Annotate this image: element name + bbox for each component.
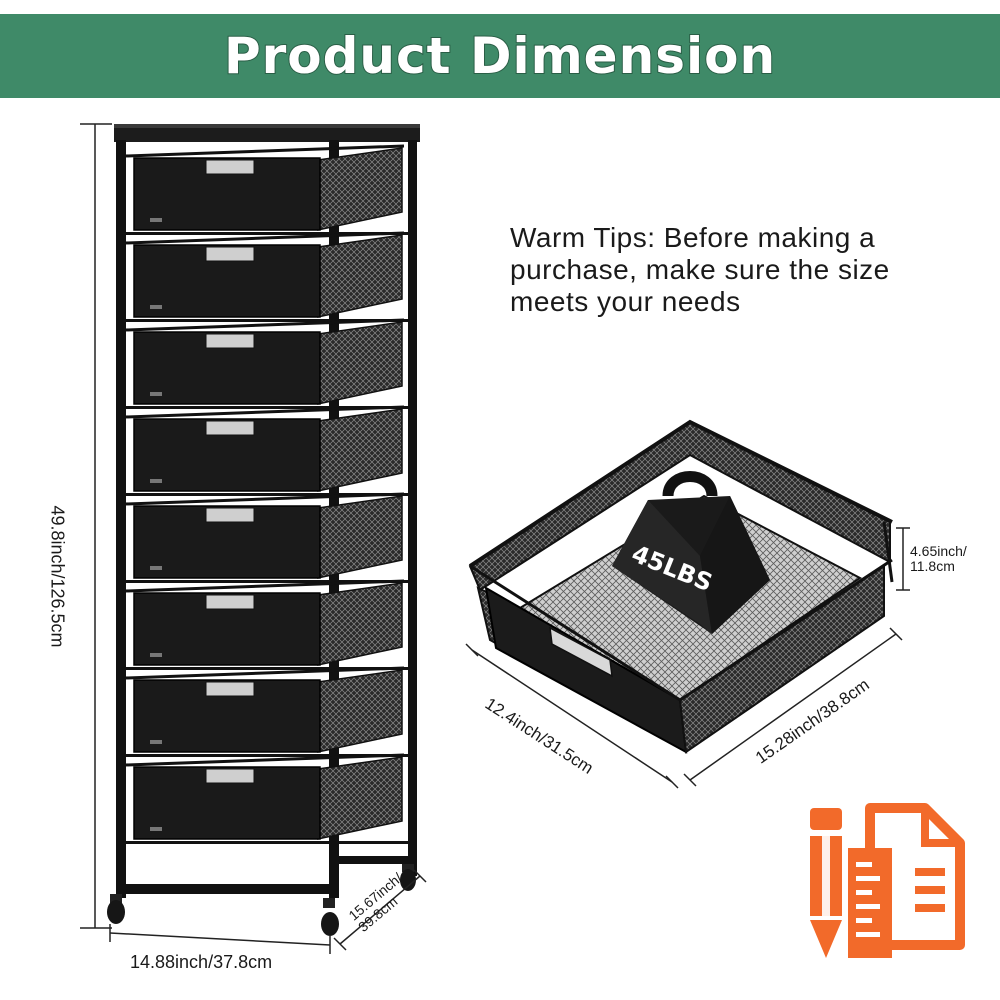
- cabinet-drawer[interactable]: [125, 318, 405, 405]
- drawer-height-dimension: [896, 527, 910, 591]
- ruler-document-icon: [848, 803, 965, 958]
- drawer-width-dimension: [465, 643, 679, 789]
- cabinet-drawer[interactable]: [125, 666, 405, 753]
- cabinet-drawer[interactable]: [125, 579, 405, 666]
- cabinet-top: [114, 124, 420, 142]
- caster-wheels: [107, 864, 416, 936]
- cabinet-drawer[interactable]: [125, 753, 405, 840]
- cabinet-width-dimension: [109, 924, 331, 954]
- cabinet-drawer[interactable]: [125, 492, 405, 579]
- drawer-detail: 45LBS: [465, 419, 910, 789]
- header-banner: Product Dimension: [0, 14, 1000, 98]
- cabinet-height-dimension: [80, 123, 112, 929]
- weight-icon: 45LBS: [612, 471, 770, 634]
- cabinet-drawer[interactable]: [125, 231, 405, 318]
- cabinet-drawer[interactable]: [125, 405, 405, 492]
- cabinet-height-label: 49.8inch/126.5cm: [47, 505, 68, 648]
- cabinet-width-label: 14.88inch/37.8cm: [130, 952, 273, 972]
- cabinet-post-left: [116, 140, 126, 898]
- drawer-stack: [116, 144, 416, 844]
- drawer-height-label: 4.65inch/ 11.8cm: [910, 543, 967, 574]
- cabinet-depth-dimension: [333, 869, 427, 951]
- pencil-icon: [810, 808, 842, 958]
- cabinet-drawer[interactable]: [125, 144, 405, 231]
- storage-cabinet: [80, 123, 427, 954]
- cabinet-post-back-right: [408, 140, 417, 876]
- drawer-handle-slot: [549, 626, 613, 678]
- page-title: Product Dimension: [223, 26, 777, 86]
- warm-tips-text: Warm Tips: Before making a purchase, mak…: [510, 222, 890, 317]
- drawer-depth-dimension: [683, 627, 903, 787]
